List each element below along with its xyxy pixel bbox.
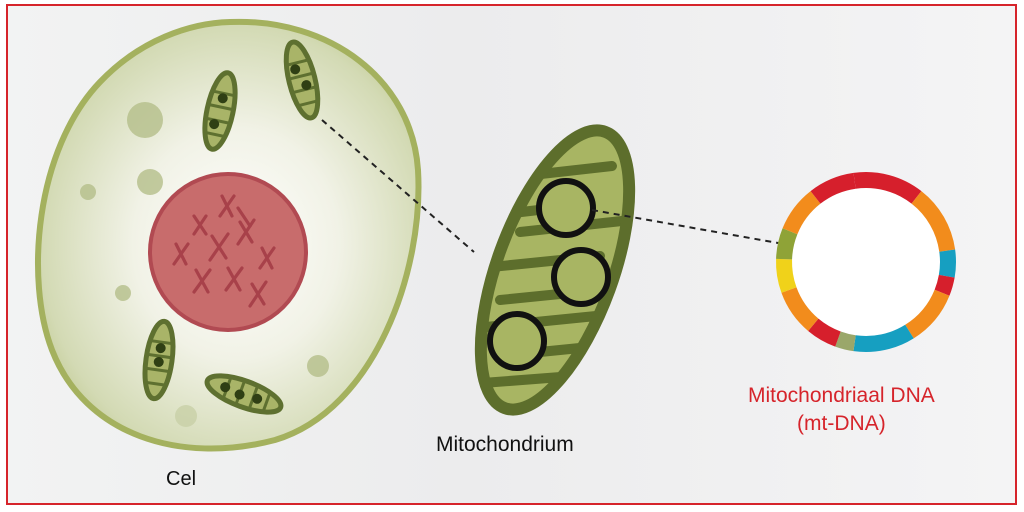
ring-segment bbox=[810, 172, 857, 204]
nucleus bbox=[148, 172, 308, 332]
mtdna-circles bbox=[487, 178, 611, 371]
ring-segment bbox=[853, 172, 922, 204]
ring-segment bbox=[808, 318, 841, 347]
ring-segment bbox=[934, 274, 955, 296]
mtdna-label-line2: (mt-DNA) bbox=[797, 412, 886, 435]
cell-mitochondrion bbox=[199, 70, 240, 152]
mtdna-ring bbox=[776, 172, 956, 352]
cell-label: Cel bbox=[166, 468, 197, 490]
ring-center bbox=[865, 261, 867, 263]
cell-mitochondrion bbox=[281, 39, 324, 121]
ring-segment bbox=[904, 289, 950, 339]
ring-segment bbox=[911, 191, 956, 252]
ring-segment bbox=[781, 287, 819, 331]
ring-segment bbox=[835, 331, 856, 352]
zoom-connector-line bbox=[321, 119, 475, 253]
ring-segment bbox=[782, 191, 821, 235]
ring-segment bbox=[776, 228, 798, 260]
mitochondrion bbox=[451, 124, 655, 416]
cell bbox=[35, 18, 422, 452]
mitochondrion-label: Mitochondrium bbox=[436, 433, 574, 456]
vesicles bbox=[80, 102, 329, 427]
ring-segment bbox=[853, 324, 914, 352]
chromosome-icons bbox=[172, 194, 276, 308]
cell-mitochondrion bbox=[140, 318, 178, 402]
ring-segment bbox=[776, 258, 797, 293]
mtdna-label-line1: Mitochondriaal DNA bbox=[748, 384, 935, 407]
mtdna-label: Mitochondriaal DNA (mt-DNA) bbox=[748, 382, 935, 438]
cell-mitochondrion bbox=[204, 372, 284, 418]
ring-segment bbox=[938, 249, 956, 278]
